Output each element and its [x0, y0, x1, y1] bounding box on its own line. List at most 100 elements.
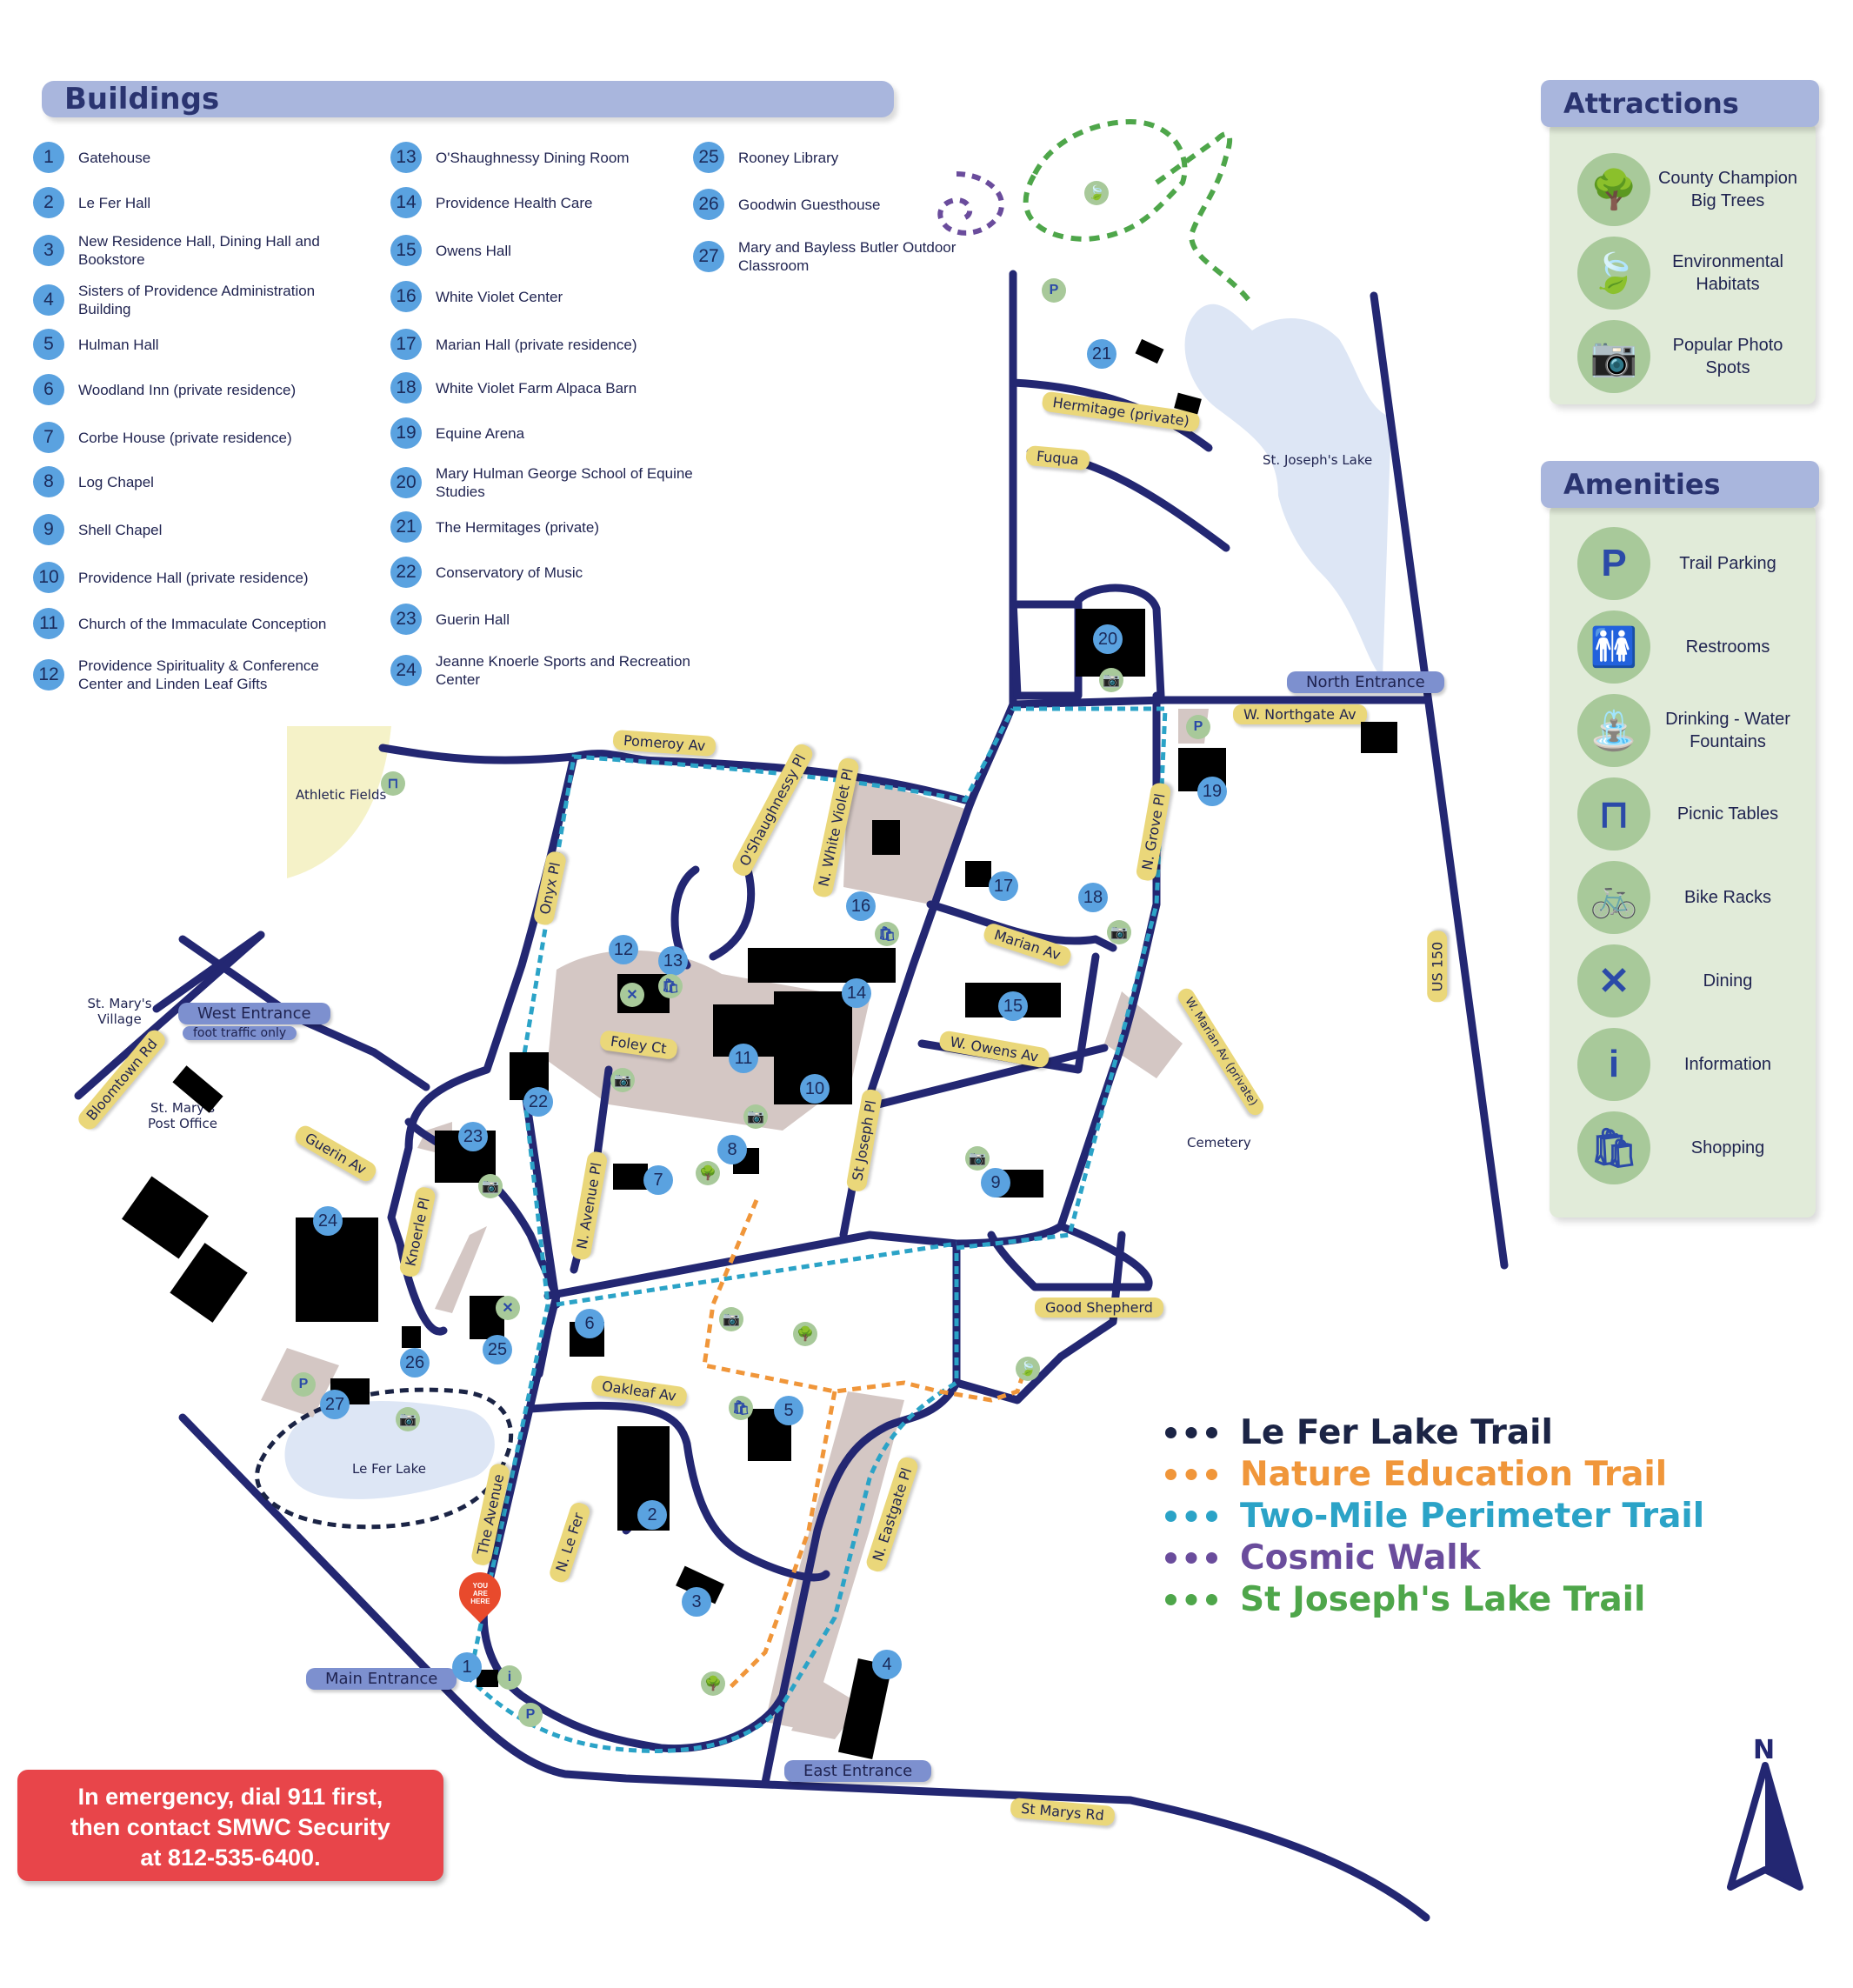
leaf-icon[interactable]: 🍃	[1016, 1357, 1040, 1381]
parking-icon[interactable]: P	[518, 1703, 543, 1727]
amenity-item[interactable]: ✕Dining	[1550, 939, 1816, 1023]
map-marker-9[interactable]: 9	[981, 1168, 1010, 1197]
east-entrance-label[interactable]: East Entrance	[784, 1760, 932, 1782]
dining-icon[interactable]: ✕	[496, 1296, 520, 1320]
camera-icon[interactable]: 📷	[478, 1174, 503, 1198]
map-marker-13[interactable]: 13	[658, 946, 688, 976]
camera-icon[interactable]: 📷	[610, 1068, 635, 1092]
legend-cosmic-walk[interactable]: Cosmic Walk	[1165, 1538, 1481, 1578]
map-marker-16[interactable]: 16	[846, 891, 876, 921]
map-marker-26[interactable]: 26	[400, 1348, 430, 1378]
map-marker-12[interactable]: 12	[609, 935, 638, 964]
map-marker-23[interactable]: 23	[458, 1122, 488, 1151]
tree-icon[interactable]: 🌳	[696, 1161, 720, 1185]
map-marker-7[interactable]: 7	[643, 1165, 673, 1195]
map-marker-10[interactable]: 10	[800, 1074, 830, 1104]
map-marker-17[interactable]: 17	[989, 871, 1018, 901]
map-marker-18[interactable]: 18	[1078, 883, 1108, 912]
legend-perimeter-trail[interactable]: Two-Mile Perimeter Trail	[1165, 1497, 1704, 1536]
amenity-item[interactable]: ⊓Picnic Tables	[1550, 772, 1816, 856]
map-marker-24[interactable]: 24	[313, 1206, 343, 1236]
shopping-icon[interactable]: 🛍	[729, 1396, 753, 1420]
map-marker-21[interactable]: 21	[1087, 339, 1116, 369]
north-entrance-label[interactable]: North Entrance	[1287, 671, 1444, 693]
leaf-icon[interactable]: 🍃	[1084, 181, 1109, 205]
camera-icon[interactable]: 📷	[1099, 668, 1123, 692]
map-marker-14[interactable]: 14	[842, 978, 871, 1008]
parking-icon[interactable]: P	[291, 1372, 316, 1397]
map-marker-6[interactable]: 6	[575, 1309, 604, 1338]
parking-icon[interactable]: P	[1186, 715, 1210, 739]
map-marker-8[interactable]: 8	[717, 1135, 747, 1164]
map-marker-4[interactable]: 4	[872, 1650, 902, 1679]
shopping-icon[interactable]: 🛍	[658, 974, 683, 998]
map-marker-11[interactable]: 11	[729, 1044, 758, 1073]
shopping-icon[interactable]: 🛍	[875, 922, 899, 946]
amenity-item[interactable]: 🛍Shopping	[1550, 1106, 1816, 1190]
attraction-item[interactable]: 📷 Popular Photo Spots	[1550, 315, 1816, 398]
map-marker-25[interactable]: 25	[483, 1335, 512, 1364]
building-name: Church of the Immaculate Conception	[78, 615, 327, 632]
map-marker-22[interactable]: 22	[523, 1087, 553, 1117]
camera-icon[interactable]: 📷	[965, 1146, 990, 1171]
parking-icon[interactable]: P	[1042, 278, 1066, 303]
camera-icon[interactable]: 📷	[1107, 920, 1131, 944]
attraction-item[interactable]: 🍃 Environmental Habitats	[1550, 231, 1816, 315]
camera-icon[interactable]: 📷	[719, 1307, 743, 1331]
map-marker-3[interactable]: 3	[682, 1587, 711, 1617]
camera-icon[interactable]: 📷	[743, 1104, 768, 1129]
amenity-item[interactable]: ⛲Drinking - Water Fountains	[1550, 689, 1816, 772]
map-marker-5[interactable]: 5	[774, 1396, 803, 1425]
amenity-item[interactable]: 🚻Restrooms	[1550, 605, 1816, 689]
legend-nature-education-trail[interactable]: Nature Education Trail	[1165, 1455, 1667, 1494]
camera-icon[interactable]: 📷	[396, 1407, 420, 1431]
info-icon[interactable]: i	[497, 1665, 522, 1690]
attraction-item[interactable]: 🌳 County Champion Big Trees	[1550, 148, 1816, 231]
map-marker-15[interactable]: 15	[998, 991, 1028, 1021]
legend-le-fer-lake-trail[interactable]: Le Fer Lake Trail	[1165, 1413, 1553, 1452]
map-marker-20[interactable]: 20	[1093, 624, 1123, 654]
map-marker-1[interactable]: 1	[452, 1652, 482, 1682]
picnic-table-icon[interactable]: ⊓	[381, 771, 405, 796]
tree-icon[interactable]: 🌳	[793, 1322, 817, 1346]
west-entrance-label[interactable]: West Entrance	[178, 1003, 330, 1024]
tree-icon[interactable]: 🌳	[701, 1671, 725, 1696]
amenity-item[interactable]: 🚲Bike Racks	[1550, 856, 1816, 939]
main-entrance-label[interactable]: Main Entrance	[306, 1668, 457, 1690]
compass-label: N	[1753, 1735, 1776, 1765]
map-marker-2[interactable]: 2	[637, 1500, 667, 1530]
legend-st-josephs-lake-trail[interactable]: St Joseph's Lake Trail	[1165, 1580, 1645, 1619]
map-marker-19[interactable]: 19	[1197, 777, 1227, 806]
map-marker-27[interactable]: 27	[320, 1390, 350, 1419]
dining-icon[interactable]: ✕	[620, 983, 644, 1007]
